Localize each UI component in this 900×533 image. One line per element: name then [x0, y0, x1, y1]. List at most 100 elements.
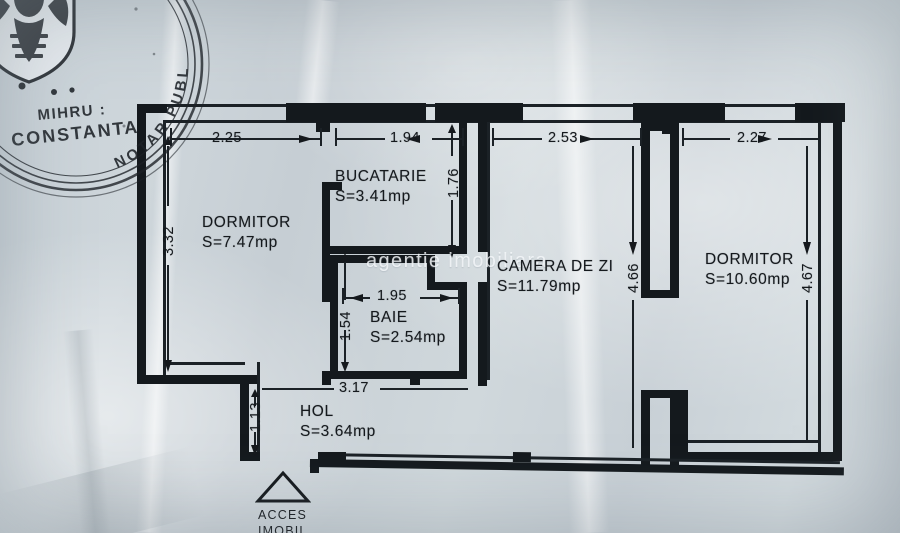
wall-living-bottom-stub: [478, 374, 487, 386]
wall-bath-left: [330, 255, 338, 378]
dimline-195: [342, 297, 370, 299]
dimension-1-94: 1.94: [390, 130, 420, 146]
dimline-225: [170, 138, 280, 140]
wall-kitchen-right: [459, 122, 467, 254]
room-label-dormitor-right: DORMITOR S=10.60mp: [705, 250, 794, 290]
wall-left-top-corner: [137, 104, 167, 113]
dimension-3-17: 3.17: [339, 380, 369, 396]
dimline-317b: [380, 388, 468, 390]
wall-bath-bottom-left-foot: [322, 371, 331, 385]
window-opening-1: [286, 103, 426, 122]
dimtick-195-r: [458, 288, 460, 304]
dimline-466b: [632, 300, 634, 448]
window-opening-3: [633, 103, 725, 122]
wall-hol-notch: [512, 452, 531, 463]
dimline-227b: [778, 138, 820, 140]
room-area-hol: S=3.64mp: [300, 422, 376, 440]
room-label-hol: HOL S=3.64mp: [300, 402, 376, 442]
wall-living-left-inner: [487, 122, 490, 380]
acces-label-line2: IMOBIL: [258, 524, 308, 533]
dimline-113b: [254, 432, 256, 454]
room-name-dormitor-left: DORMITOR: [202, 214, 291, 231]
dimension-2-25: 2.25: [212, 130, 242, 146]
dimtick-225-r: [320, 128, 322, 146]
wall-bath-top: [330, 255, 435, 263]
dimline-467: [806, 146, 808, 242]
wall-central-partition-lower-cap: [641, 390, 679, 398]
dimension-1-76: 1.76: [446, 168, 462, 198]
room-area-dormitor-right: S=10.60mp: [705, 270, 791, 288]
dimtick-253-l: [492, 128, 494, 146]
dimension-4-66: 4.66: [626, 263, 642, 293]
room-label-bucatarie: BUCATARIE S=3.41mp: [335, 167, 427, 207]
wall-right-dormitor-bottom: [679, 452, 842, 461]
wall-left-exterior-inner: [163, 120, 166, 382]
dimline-225b: [262, 138, 322, 140]
wall-left-bottom-inner: [163, 362, 245, 365]
acces-triangle-icon: [255, 470, 311, 503]
wall-entry-stub-foot: [240, 452, 260, 461]
wall-central-partition-lower-r: [670, 390, 679, 470]
dimline-332: [167, 146, 169, 206]
dimline-195b: [420, 297, 460, 299]
wall-living-left-top: [478, 104, 487, 132]
room-label-camera-de-zi: CAMERA DE ZI S=11.79mp: [497, 257, 614, 297]
wall-hol-left-step: [318, 452, 346, 461]
wall-bath-bottom-jog: [410, 371, 420, 385]
dimension-1-54: 1.54: [338, 311, 354, 341]
room-area-bucatarie: S=3.41mp: [335, 187, 411, 205]
dimline-154: [344, 262, 346, 300]
room-area-dormitor-left: S=7.47mp: [202, 233, 278, 251]
dimension-1-95: 1.95: [377, 288, 407, 304]
wall-hol-left-return: [310, 459, 319, 473]
wall-kitchen-left-top-nib: [322, 182, 342, 190]
dimtick-194-r: [462, 128, 464, 146]
room-name-hol: HOL: [300, 403, 334, 420]
dimline-253: [492, 138, 542, 140]
wall-entry-stub-vertical: [240, 375, 249, 460]
acces-label-line1: ACCES: [258, 508, 308, 522]
dimension-4-67: 4.67: [800, 263, 816, 293]
dimline-194b: [432, 138, 464, 140]
dimension-3-32: 3.32: [161, 226, 177, 256]
dimline-317: [262, 388, 334, 390]
room-label-dormitor-left: DORMITOR S=7.47mp: [202, 213, 291, 253]
room-area-baie: S=2.54mp: [370, 328, 446, 346]
dimension-2-27: 2.27: [737, 130, 767, 146]
wall-entry-stub-inner: [257, 362, 260, 456]
dimline-154b: [344, 330, 346, 368]
wall-bath-bottom: [322, 371, 467, 379]
wall-bath-left-nib: [322, 276, 332, 284]
room-name-baie: BAIE: [370, 309, 408, 326]
room-label-baie: BAIE S=2.54mp: [370, 308, 446, 348]
room-area-camera-de-zi: S=11.79mp: [497, 277, 581, 295]
window-opening-1-nib: [316, 122, 330, 132]
dimension-1-13: 1.13: [248, 402, 264, 432]
room-name-dormitor-right: DORMITOR: [705, 251, 794, 268]
wall-central-partition-right: [670, 122, 679, 297]
wall-left-exterior-outer: [137, 104, 146, 384]
wall-kitchen-bottom: [322, 246, 466, 254]
dimline-332b: [167, 265, 169, 363]
dimtick-194-l: [335, 128, 337, 146]
dimline-176b: [451, 200, 453, 250]
wall-kitchen-left: [322, 182, 330, 302]
wall-right-exterior-inner: [818, 122, 821, 452]
room-name-camera-de-zi: CAMERA DE ZI: [497, 258, 614, 275]
dimtick-227-r: [818, 128, 820, 146]
dimension-2-53: 2.53: [548, 130, 578, 146]
dimline-113: [254, 392, 256, 406]
wall-bath-top-right: [427, 282, 467, 290]
wall-central-partition-cap: [641, 290, 679, 298]
dimline-227: [682, 138, 730, 140]
dimtick-195-l: [342, 288, 344, 304]
dimtick-253-r: [640, 128, 642, 146]
wall-central-partition-top: [641, 122, 650, 297]
wall-living-left-lower: [478, 282, 487, 382]
wall-central-partition-head: [641, 122, 679, 131]
room-name-bucatarie: BUCATARIE: [335, 168, 427, 185]
wall-right-dormitor-left-lower: [679, 390, 688, 460]
dimline-466: [632, 146, 634, 242]
dimtick-227-l: [682, 128, 684, 146]
